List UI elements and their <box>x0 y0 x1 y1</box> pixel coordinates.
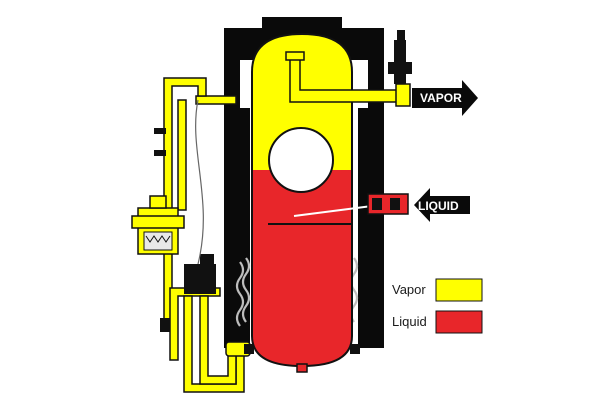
legend-label-liquid: Liquid <box>392 314 427 329</box>
vapor-outlet-pipe <box>285 51 411 107</box>
legend-label-vapor: Vapor <box>392 282 426 297</box>
inner-liner <box>238 108 370 348</box>
sensing-line <box>195 99 204 265</box>
relief-valve <box>388 30 412 84</box>
vapor-arrow-label: VAPOR <box>420 91 462 105</box>
regulator-piping <box>163 77 251 393</box>
vessel <box>251 32 373 373</box>
legend-swatch-liquid <box>435 310 483 334</box>
legend-swatch-vapor <box>435 278 483 302</box>
solenoid-block <box>184 254 216 294</box>
float-ball <box>268 127 334 193</box>
legend-item-liquid: Liquid <box>392 310 483 334</box>
liquid-arrow: LIQUID <box>414 188 470 222</box>
liquid-inlet-valve <box>367 193 409 215</box>
pressure-regulator <box>131 195 185 255</box>
liquid-arrow-label: LIQUID <box>418 199 459 213</box>
legend: Vapor Liquid <box>392 278 483 334</box>
side-valves <box>154 128 360 354</box>
vapor-arrow: VAPOR <box>412 80 478 116</box>
legend-item-vapor: Vapor <box>392 278 483 302</box>
flame-left <box>235 257 251 327</box>
